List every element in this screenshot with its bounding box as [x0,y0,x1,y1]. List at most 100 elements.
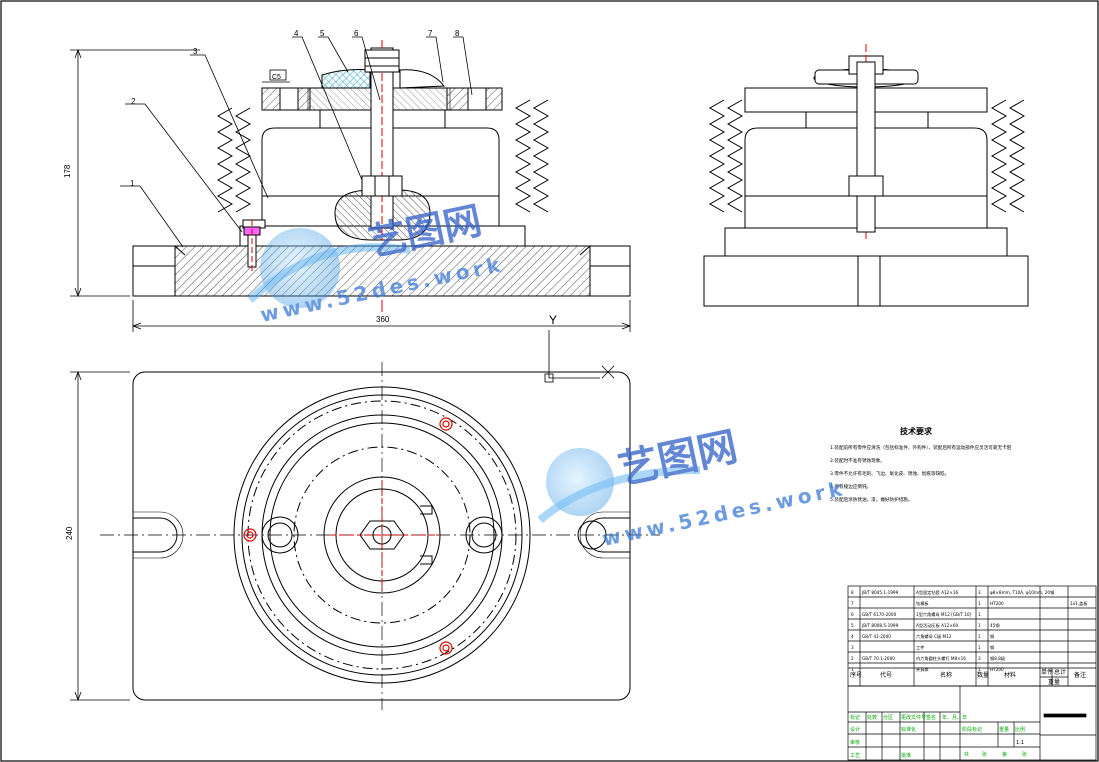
axis-symbol [544,330,615,383]
bom-cell-no: 8 [851,590,854,595]
bom-cell-no: 1 [851,667,854,672]
svg-text:年、月、日: 年、月、日 [942,714,967,721]
bom-cell-mat: 45钢 [990,622,1000,629]
base-hatch [174,245,591,297]
axis-y-label: Y [549,313,557,327]
dim-chamfer: C5 [272,74,281,81]
right-spring-a [514,99,532,213]
svg-text:重量: 重量 [999,726,1009,733]
bom-cell-name: 夹具体 [916,666,929,673]
clamp-washer [321,69,371,89]
bom-header-cell: 序号 [850,671,862,679]
svg-text:标记: 标记 [850,714,860,721]
watermark-brand-2: 艺图网 [615,424,742,494]
bom-cell-code: GB/T 70.1-2000 [862,656,895,661]
svg-text:签名: 签名 [926,714,936,721]
svg-text:阶段标记: 阶段标记 [962,726,982,733]
bom-cell-qty: 1 [978,601,981,606]
bom-cell-name: A型固定钻套 A12×16 [916,589,958,596]
right-spring-b [532,99,550,213]
bom-cell-qty: 1 [978,667,981,672]
top-nut [364,49,400,73]
lower-nut [361,175,403,197]
bom-header-cell: 材料 [1004,671,1016,679]
balloon-8: 8 [455,29,460,38]
balloon-6: 6 [354,29,359,38]
bom-cell-qty: 3 [978,590,981,595]
bom-cell-no: 4 [851,634,854,639]
bom-cell-mat: HT200 [990,601,1004,606]
bom-cell-qty: 3 [978,656,981,661]
bom-header-cell: 备注 [1074,671,1086,679]
dim-height-plan: 240 [65,526,74,540]
tech-line-3: 3.零件不允许有毛刺、飞边、氧化皮、锈蚀、划痕等缺陷。 [830,470,949,477]
drill-bushings [243,417,453,655]
bom-cell-qty: 1 [978,623,981,628]
bom-header-cell: 代号 [880,671,892,679]
bom-cell-no: 3 [851,645,854,650]
tech-requirements: 技术要求 1.装配前所有零件应清洗（包括标准件、外购件），装配后所有运动部件应灵… [830,426,1012,503]
bom-cell-mat: HT200 [990,667,1004,672]
tech-line-4: 4.所有棱边应倒钝。 [830,483,871,490]
front-section-view [132,40,631,312]
balloon-labels: 1 2 3 4 5 6 7 8 [130,29,460,188]
title-block [847,685,1097,761]
plan-view [100,362,660,710]
plan-dimensions [70,370,130,702]
bom-header-cell: 单件 [1041,668,1053,676]
bom-cell-name: 钻模板 [916,600,929,607]
tech-title: 技术要求 [900,426,933,436]
tech-line-1: 1.装配前所有零件应清洗（包括标准件、外购件），装配后所有运动部件应灵活可靠无卡… [830,444,1012,451]
dim-height-front: 178 [63,164,72,178]
svg-text:比例: 比例 [1015,726,1025,733]
bom-cell-code: JB/T 8045.1-1999 [861,590,899,595]
balloon-5: 5 [320,29,325,38]
svg-text:设计: 设计 [850,726,860,733]
bom-header-cell: 总计 [1054,668,1066,676]
bom-cell-name: 1型六角螺母 M12 [GB/T 10] [916,611,972,618]
bom-cell-qty: 1 [978,645,981,650]
balloon-7: 7 [428,29,433,38]
side-view [703,44,1029,307]
title-block-text: 标记 处数 分区 更改文件号 签名 年、月、日 设计 标准化 审核 工艺 批准 … [850,714,1027,759]
bom-cell-code: JB/T 8008.5-1999 [861,623,899,628]
svg-text:共: 共 [964,751,969,758]
bom-cell-mat: 钢8.8级 [990,655,1006,662]
svg-text:批准: 批准 [901,752,911,759]
bom-cell-extra: 1x1,盖板 [1070,600,1088,607]
bom-cell-qty: 1 [978,612,981,617]
balloon-3: 3 [193,47,198,56]
bom-cell-mat: 钢 [990,633,994,640]
svg-text:审核: 审核 [850,739,860,746]
balloon-leaders [120,36,473,248]
bom-cell-name: 工件 [916,644,924,651]
svg-text:工艺: 工艺 [850,753,860,759]
bom-cell-no: 6 [851,612,854,617]
bom-cell-mat: 钢 [990,644,994,651]
svg-text:张: 张 [982,751,987,758]
svg-text:处数: 处数 [867,714,877,721]
bom-cell-name: 内六角圆柱头螺钉 M8×16 [916,655,966,662]
bom-cell-code: GB/T 41-2000 [862,634,891,639]
front-dimensions [70,48,632,332]
svg-text:张: 张 [1022,751,1027,758]
tech-line-5: 5.装配后涂防锈油，漆，做好防护措施。 [830,496,912,503]
left-spring-a [216,107,234,213]
svg-text:1:1: 1:1 [1016,740,1024,746]
tech-line-2: 2.装配时不准有锈蚀现象。 [830,457,885,464]
bom-cell-no: 2 [851,656,854,661]
bom-cell-mat: φ8×8mm, T10A, φ10mm, 20钢 [990,589,1054,596]
balloon-1: 1 [130,179,135,188]
bom-header-cell: 数量 [977,671,989,679]
svg-text:第: 第 [1002,751,1007,758]
bom-cell-name: A型活动压板 A12×60 [916,622,958,629]
left-spring-b [234,107,252,213]
bom-header-cell: 重量 [1048,678,1060,686]
bom-cell-qty: 1 [978,634,981,639]
plan-base [132,371,631,701]
balloon-2: 2 [131,97,136,106]
bom-table [847,585,1097,687]
bom-cell-code: GB/T 6170-2000 [862,612,897,617]
